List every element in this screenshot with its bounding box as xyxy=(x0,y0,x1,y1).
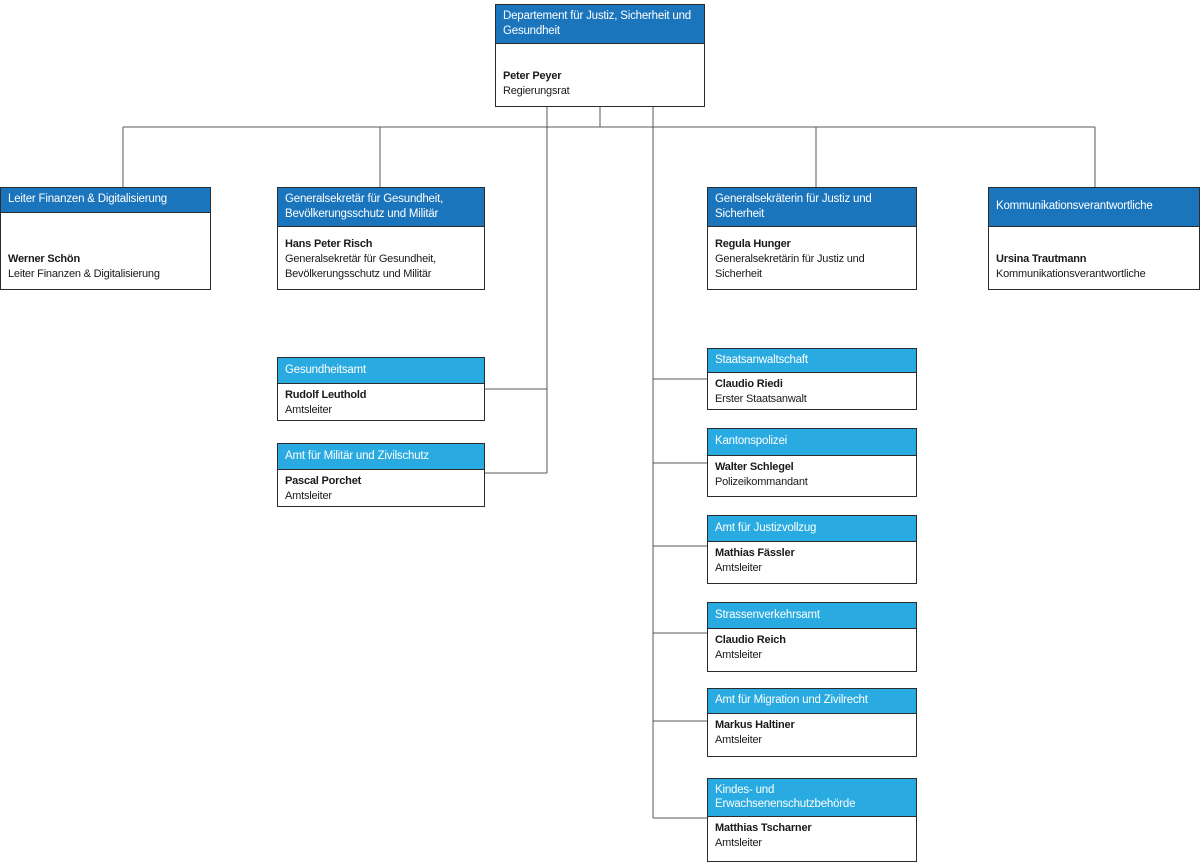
node-role: Polizeikommandant xyxy=(715,476,808,488)
node-role: Kommunikationsverantwortliche xyxy=(996,268,1146,280)
node-person: Hans Peter Risch xyxy=(285,238,373,250)
node-person: Markus Haltiner xyxy=(715,719,795,731)
node-role: Amtsleiter xyxy=(715,562,762,574)
node-person: Rudolf Leuthold xyxy=(285,389,367,401)
node-title: Kindes- und Erwachsenenschutzbehörde xyxy=(708,779,916,817)
node-person: Walter Schlegel xyxy=(715,461,794,473)
node-person: Claudio Riedi xyxy=(715,378,783,390)
org-node-amt-migration-zivilrecht: Amt für Migration und Zivilrecht Markus … xyxy=(707,688,917,757)
node-person: Matthias Tscharner xyxy=(715,822,812,834)
node-role: Generalsekretär für Gesundheit, Bevölker… xyxy=(285,253,436,280)
org-node-kantonspolizei: Kantonspolizei Walter Schlegel Polizeiko… xyxy=(707,428,917,497)
org-node-kommunikation: Kommunikationsverantwortliche Ursina Tra… xyxy=(988,187,1200,290)
org-node-kindes-erwachsenenschutzbehoerde: Kindes- und Erwachsenenschutzbehörde Mat… xyxy=(707,778,917,862)
node-title: Strassenverkehrsamt xyxy=(708,603,916,629)
org-node-amt-militaer-zivilschutz: Amt für Militär und Zivilschutz Pascal P… xyxy=(277,443,485,507)
node-title: Generalsekräterin für Justiz und Sicherh… xyxy=(708,188,916,227)
node-person: Peter Peyer xyxy=(503,70,562,82)
node-person: Mathias Fässler xyxy=(715,547,795,559)
node-role: Generalsekretärin für Justiz und Sicherh… xyxy=(715,253,865,280)
org-node-finanzen-digitalisierung: Leiter Finanzen & Digitalisierung Werner… xyxy=(0,187,211,290)
org-node-staatsanwaltschaft: Staatsanwaltschaft Claudio Riedi Erster … xyxy=(707,348,917,410)
node-title: Staatsanwaltschaft xyxy=(708,349,916,373)
org-node-gesundheitsamt: Gesundheitsamt Rudolf Leuthold Amtsleite… xyxy=(277,357,485,421)
node-person: Regula Hunger xyxy=(715,238,791,250)
node-role: Leiter Finanzen & Digitalisierung xyxy=(8,268,160,280)
node-role: Amtsleiter xyxy=(285,490,332,502)
node-title: Amt für Militär und Zivilschutz xyxy=(278,444,484,470)
node-role: Amtsleiter xyxy=(715,734,762,746)
node-title: Generalsekretär für Gesundheit, Bevölker… xyxy=(278,188,484,227)
node-role: Amtsleiter xyxy=(285,404,332,416)
org-node-departement: Departement für Justiz, Sicherheit und G… xyxy=(495,4,705,107)
node-title: Gesundheitsamt xyxy=(278,358,484,384)
node-title: Kantonspolizei xyxy=(708,429,916,456)
node-person: Werner Schön xyxy=(8,253,80,265)
node-role: Amtsleiter xyxy=(715,649,762,661)
node-role: Erster Staatsanwalt xyxy=(715,393,807,405)
node-person: Ursina Trautmann xyxy=(996,253,1087,265)
node-title: Kommunikationsverantwortliche xyxy=(989,188,1199,227)
node-person: Pascal Porchet xyxy=(285,475,362,487)
org-node-strassenverkehrsamt: Strassenverkehrsamt Claudio Reich Amtsle… xyxy=(707,602,917,672)
org-node-amt-justizvollzug: Amt für Justizvollzug Mathias Fässler Am… xyxy=(707,515,917,584)
node-role: Amtsleiter xyxy=(715,837,762,849)
node-role: Regierungsrat xyxy=(503,85,570,97)
node-title: Leiter Finanzen & Digitalisierung xyxy=(1,188,210,213)
node-title: Departement für Justiz, Sicherheit und G… xyxy=(496,5,704,44)
org-node-generalsekretaer-gesundheit: Generalsekretär für Gesundheit, Bevölker… xyxy=(277,187,485,290)
node-person: Claudio Reich xyxy=(715,634,786,646)
node-title: Amt für Justizvollzug xyxy=(708,516,916,542)
node-title: Amt für Migration und Zivilrecht xyxy=(708,689,916,714)
org-node-generalsekretaerin-justiz: Generalsekräterin für Justiz und Sicherh… xyxy=(707,187,917,290)
